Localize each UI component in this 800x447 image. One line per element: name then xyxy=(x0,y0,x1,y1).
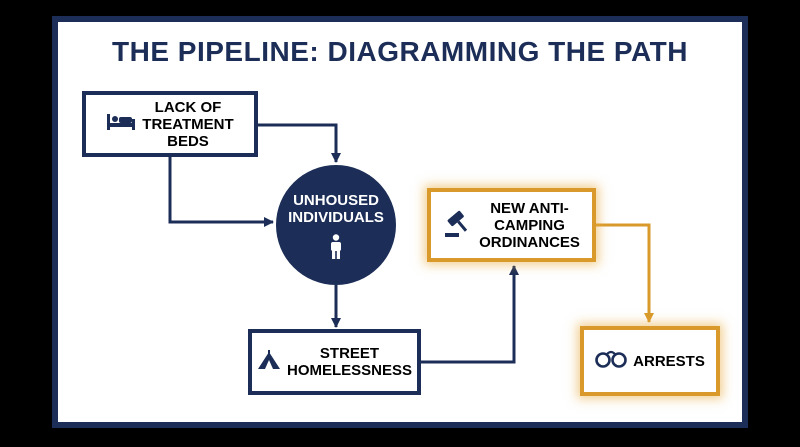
node-street-homelessness: STREET HOMELESSNESS xyxy=(248,329,421,395)
arrow-ordinances-to-arrests xyxy=(596,223,654,323)
diagram-title: THE PIPELINE: DIAGRAMMING THE PATH xyxy=(112,36,688,67)
gavel-icon xyxy=(443,208,473,242)
node-label: UNHOUSED INDIVIDUALS xyxy=(288,192,384,226)
node-label: NEW ANTI- CAMPING ORDINANCES xyxy=(479,199,580,251)
person-icon xyxy=(329,234,343,264)
node-arrests: ARRESTS xyxy=(580,326,720,396)
arrow-beds-to-unhoused-top xyxy=(258,123,341,163)
node-lack-of-treatment-beds: LACK OF TREATMENT BEDS xyxy=(82,91,258,157)
arrow-street-to-ordinances xyxy=(421,265,519,364)
handcuffs-icon xyxy=(595,349,627,373)
arrow-beds-to-unhoused-left xyxy=(168,157,274,227)
node-label: LACK OF TREATMENT BEDS xyxy=(142,98,234,150)
tent-icon xyxy=(257,350,281,374)
node-label: ARRESTS xyxy=(633,352,705,370)
bed-icon xyxy=(106,112,136,136)
node-label: STREET HOMELESSNESS xyxy=(286,345,413,379)
node-unhoused-individuals: UNHOUSED INDIVIDUALS xyxy=(276,165,396,285)
node-new-anti-camping-ordinances: NEW ANTI- CAMPING ORDINANCES xyxy=(427,188,596,262)
